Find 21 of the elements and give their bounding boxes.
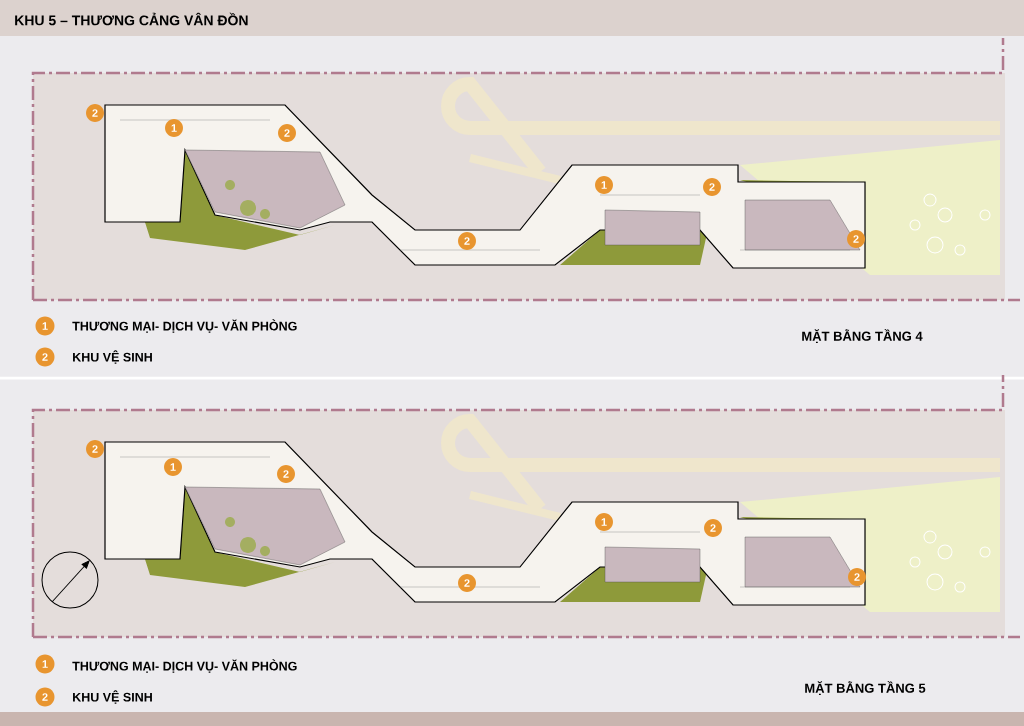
legend-label: THƯƠNG MẠI- DỊCH VỤ- VĂN PHÒNG [72, 319, 297, 333]
plan-caption: MẶT BẰNG TẦNG 4 [802, 329, 923, 343]
callout-number: 2 [703, 178, 721, 196]
legend-label: KHU VỆ SINH [73, 690, 152, 704]
callout-number: 2 [458, 574, 476, 592]
callout-number: 2 [86, 104, 104, 122]
callout-number: 1 [164, 458, 182, 476]
callout-number: 2 [278, 124, 296, 142]
callout-number: 2 [704, 519, 722, 537]
legend-label: THƯƠNG MẠI- DỊCH VỤ- VĂN PHÒNG [72, 659, 297, 673]
callout-number: 2 [847, 230, 865, 248]
callout-number: 2 [848, 568, 866, 586]
plan-caption: MẶT BẰNG TẦNG 5 [805, 681, 926, 695]
callout-number: 2 [277, 465, 295, 483]
callout-number: 1 [165, 119, 183, 137]
legend-label: KHU VỆ SINH [73, 350, 152, 364]
callout-number: 1 [595, 513, 613, 531]
title: KHU 5 – THƯƠNG CẢNG VÂN ĐỒN [15, 12, 248, 26]
callout-number: 1 [595, 176, 613, 194]
callout-number: 2 [458, 232, 476, 250]
callout-number: 2 [86, 440, 104, 458]
